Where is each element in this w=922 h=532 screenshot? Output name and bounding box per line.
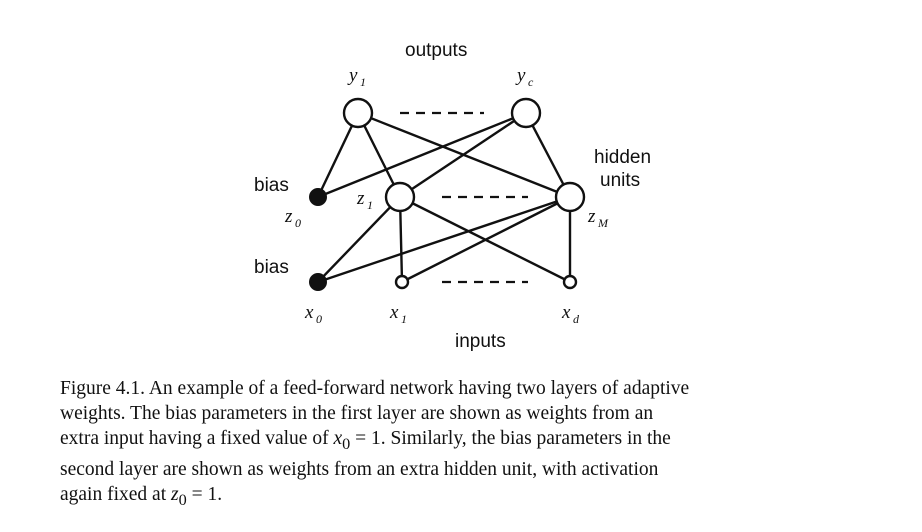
svg-text:d: d (573, 312, 580, 326)
svg-text:0: 0 (316, 312, 322, 326)
network-diagram: outputs hidden units bias bias inputs y … (254, 40, 651, 352)
label-y1: y 1 (347, 65, 366, 89)
svg-text:x: x (561, 302, 571, 323)
caption-line-4: second layer are shown as weights from a… (60, 458, 659, 480)
edge-x0-zM (316, 195, 572, 284)
node-z0-bias (309, 188, 327, 206)
inputs-label: inputs (455, 331, 506, 352)
svg-text:x: x (304, 302, 314, 323)
svg-text:0: 0 (295, 216, 301, 230)
svg-text:x: x (389, 302, 399, 323)
label-yc: y c (515, 65, 534, 89)
node-y1 (342, 97, 374, 129)
svg-text:z: z (356, 188, 365, 209)
node-z1 (384, 181, 416, 213)
figure-caption: Figure 4.1. An example of a feed-forward… (60, 376, 880, 513)
svg-text:M: M (597, 216, 609, 230)
label-zM: z M (587, 206, 609, 230)
edge-xd-z1 (398, 195, 572, 284)
node-x1 (394, 274, 410, 290)
node-yc (510, 97, 542, 129)
svg-text:y: y (515, 65, 526, 86)
edge-zM-y1 (356, 111, 572, 199)
bias-input-label: bias (254, 257, 289, 278)
node-x0-bias (309, 273, 327, 291)
label-z0: z 0 (284, 206, 301, 230)
label-z1: z 1 (356, 188, 373, 212)
svg-text:z: z (284, 206, 293, 227)
caption-line-3: extra input having a fixed value of x0 =… (60, 428, 671, 453)
svg-text:1: 1 (367, 198, 373, 212)
hidden-units-label-line1: hidden (594, 147, 651, 168)
svg-text:1: 1 (401, 312, 407, 326)
edge-z0-y1 (316, 111, 360, 199)
svg-text:z: z (587, 206, 596, 227)
caption-line-5: again fixed at z0 = 1. (60, 483, 223, 509)
edge-z1-y1 (356, 111, 402, 199)
svg-text:c: c (528, 75, 534, 89)
hidden-layer-connections (316, 195, 572, 284)
svg-text:y: y (347, 65, 358, 86)
svg-text:1: 1 (360, 75, 366, 89)
bias-hidden-label: bias (254, 175, 289, 196)
node-xd (562, 274, 578, 290)
edge-zM-yc (524, 111, 572, 199)
caption-line-1: Figure 4.1. An example of a feed-forward… (60, 378, 690, 399)
outputs-label: outputs (405, 40, 467, 61)
output-layer-connections (316, 111, 572, 199)
hidden-units-label-line2: units (600, 170, 640, 191)
node-zM (554, 181, 586, 213)
label-x1: x 1 (389, 302, 407, 326)
edge-x0-z1 (316, 195, 402, 284)
label-x0: x 0 (304, 302, 322, 326)
label-xd: x d (561, 302, 580, 326)
edge-z0-yc (316, 111, 528, 199)
caption-line-2: weights. The bias parameters in the firs… (60, 403, 654, 424)
